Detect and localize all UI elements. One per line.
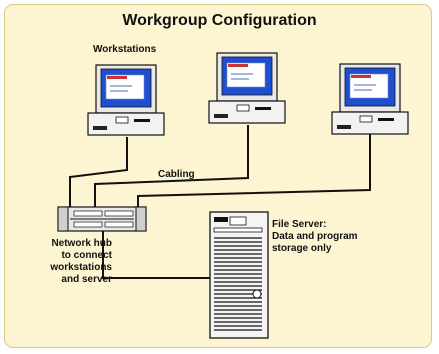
- diagram-title: Workgroup Configuration: [122, 12, 317, 29]
- file-server-label-line: storage only: [272, 243, 332, 254]
- server-power-button: [252, 289, 262, 299]
- cabling-lines: [69, 125, 371, 279]
- cabling-label: Cabling: [158, 169, 195, 180]
- workstation-1: [87, 64, 165, 136]
- workstation-3: [331, 63, 409, 135]
- network-hub-label-line: Network hub: [51, 238, 112, 249]
- workstations-label: Workstations: [93, 44, 157, 55]
- network-hub-label-line: to connect: [61, 250, 112, 261]
- file-server-label-line: Data and program: [272, 231, 358, 242]
- computer-base-1: [87, 112, 165, 136]
- computer-base-3: [331, 111, 409, 135]
- computer-base-2: [208, 100, 286, 124]
- file-server-label: File Server: Data and program storage on…: [272, 219, 392, 255]
- network-hub-label: Network hub to connect workstations and …: [22, 238, 112, 286]
- network-hub: [57, 206, 147, 232]
- cable-workstation-2: [94, 125, 249, 207]
- cable-workstation-1: [69, 137, 128, 207]
- cable-workstation-3: [137, 125, 371, 207]
- file-server-label-line: File Server:: [272, 219, 327, 230]
- cable-server: [102, 226, 210, 279]
- workstation-2: [208, 52, 286, 124]
- network-hub-label-line: and server: [61, 274, 112, 285]
- file-server: [209, 211, 269, 339]
- network-hub-label-line: workstations: [50, 262, 112, 273]
